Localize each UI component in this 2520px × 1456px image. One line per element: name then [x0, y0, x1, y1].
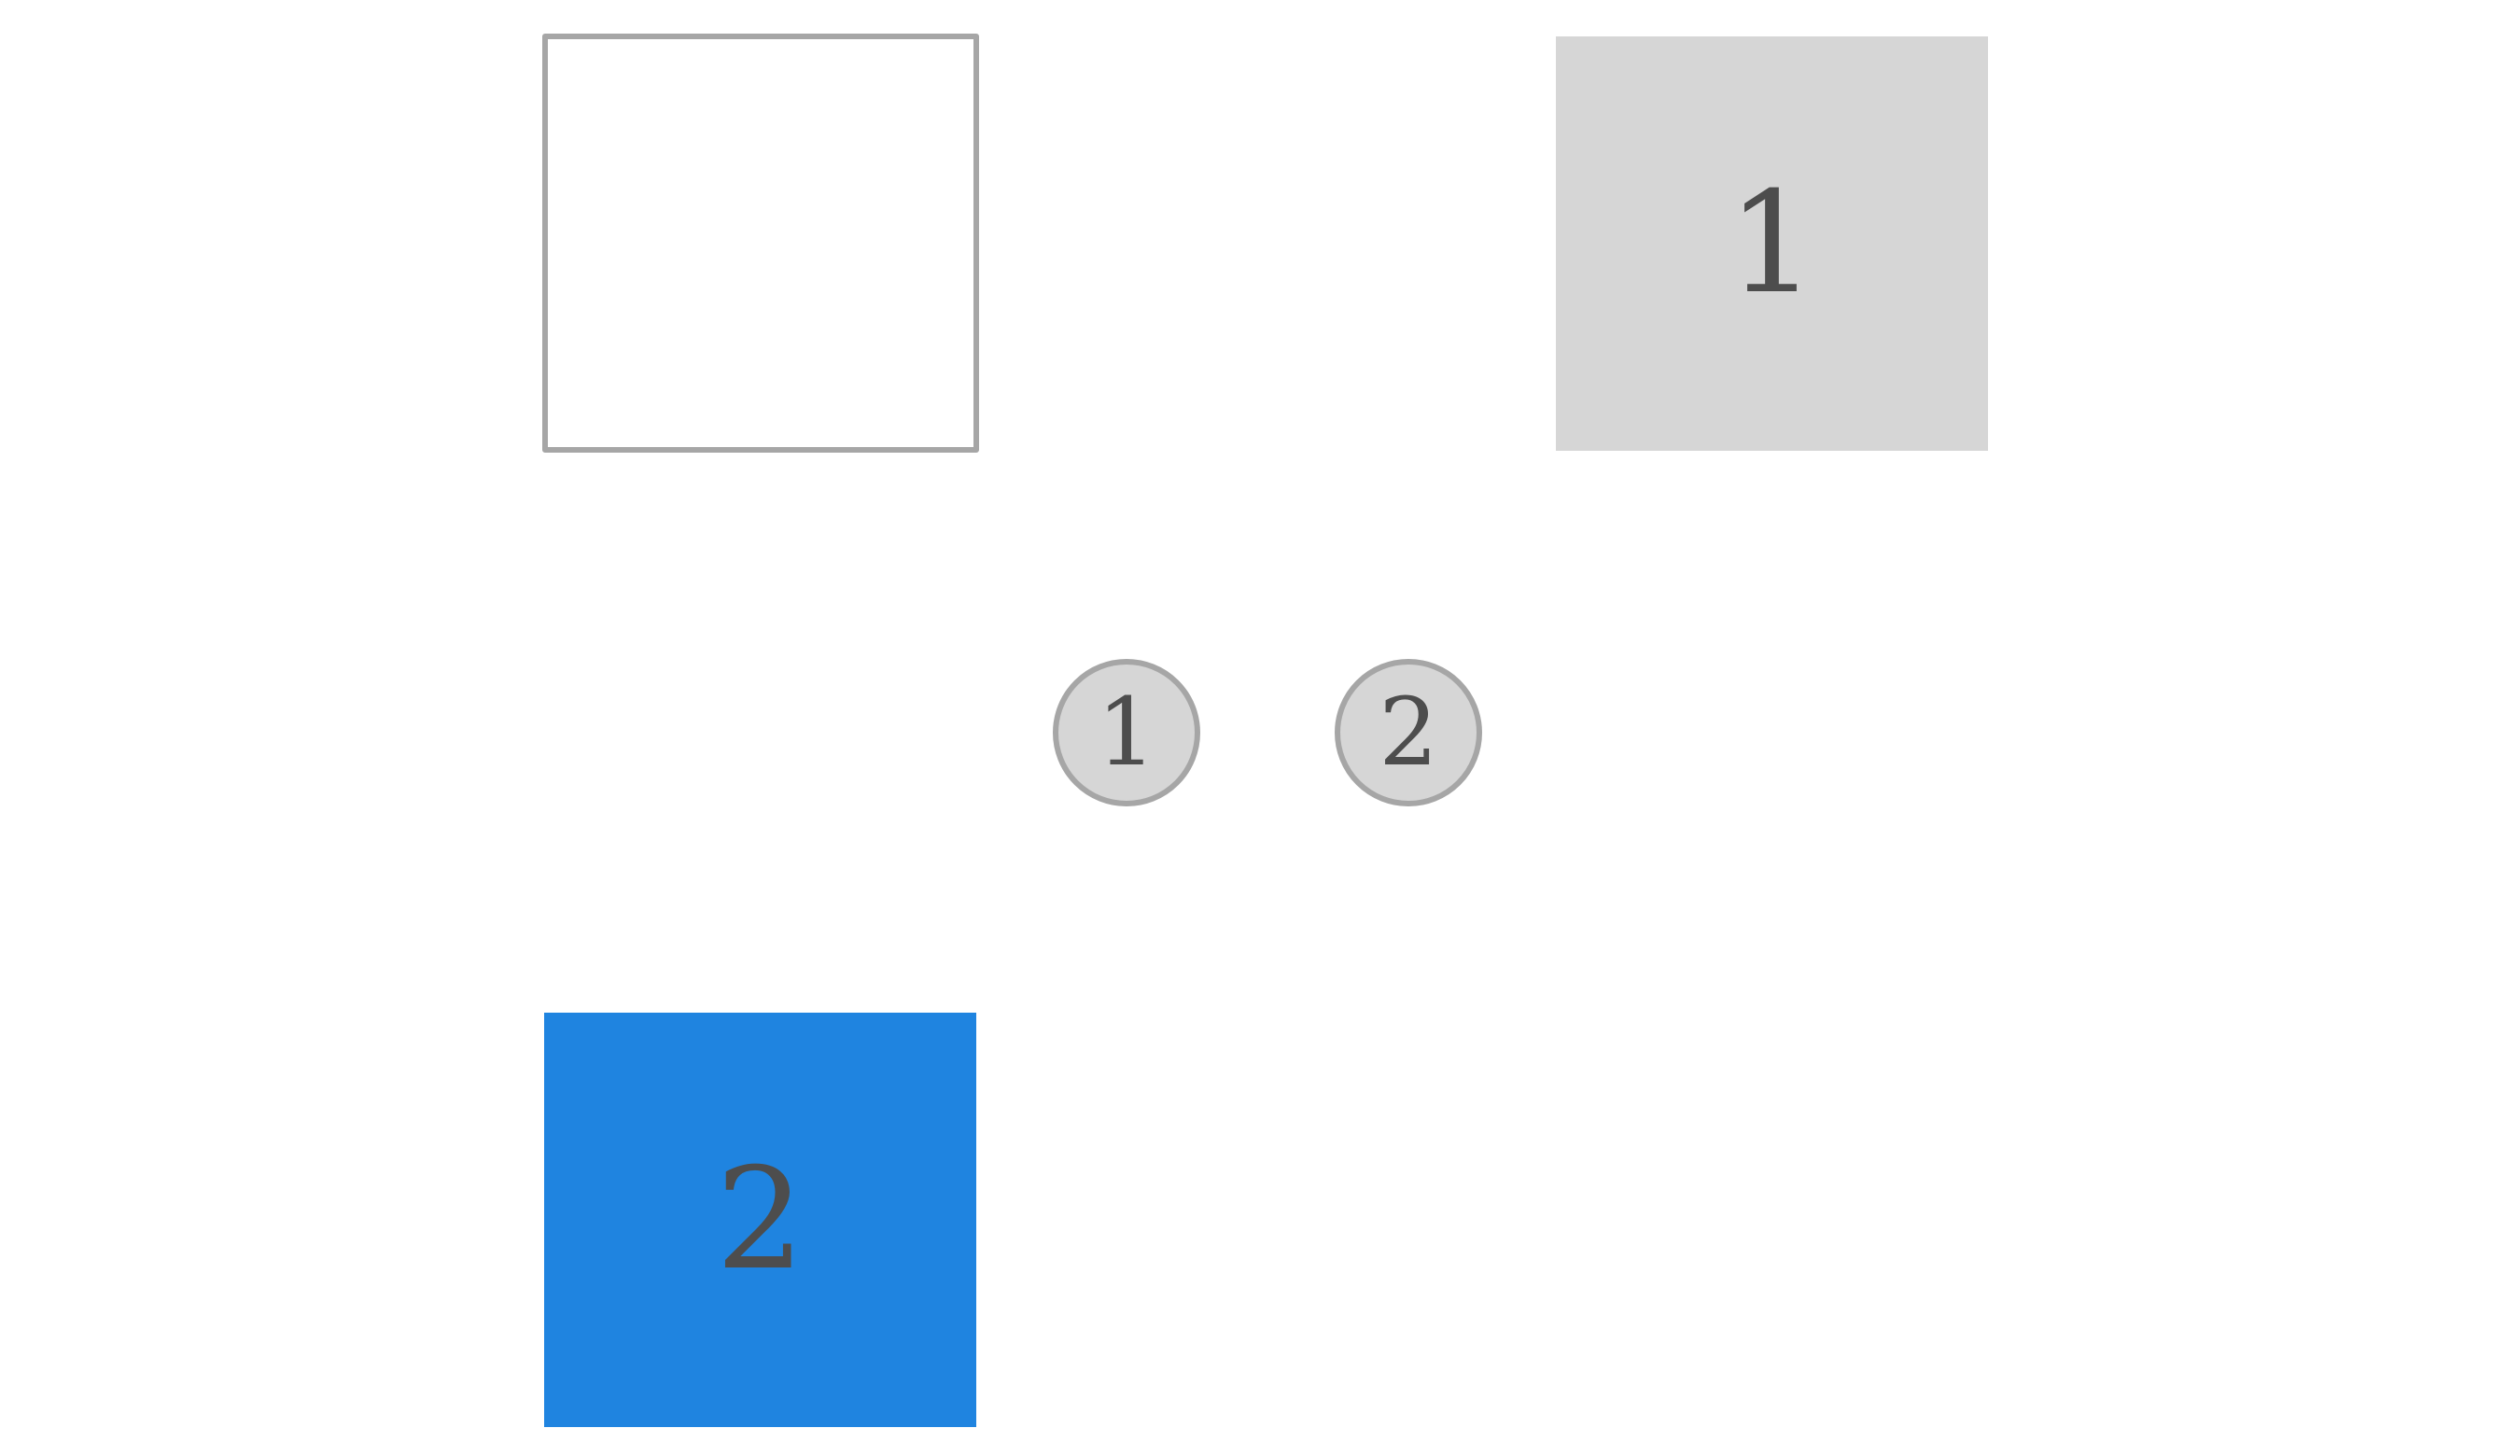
slot-2-label: 2 — [715, 1139, 805, 1301]
token-2-label: 2 — [1379, 678, 1438, 787]
slot-1-label: 1 — [1727, 162, 1817, 325]
slot-1[interactable]: 1 — [1556, 36, 1988, 451]
slot-2-highlighted[interactable]: 2 — [544, 1013, 976, 1427]
token-1[interactable]: 1 — [1053, 659, 1200, 806]
empty-drop-slot[interactable] — [542, 34, 979, 453]
token-2[interactable]: 2 — [1335, 659, 1482, 806]
token-1-label: 1 — [1097, 678, 1156, 787]
